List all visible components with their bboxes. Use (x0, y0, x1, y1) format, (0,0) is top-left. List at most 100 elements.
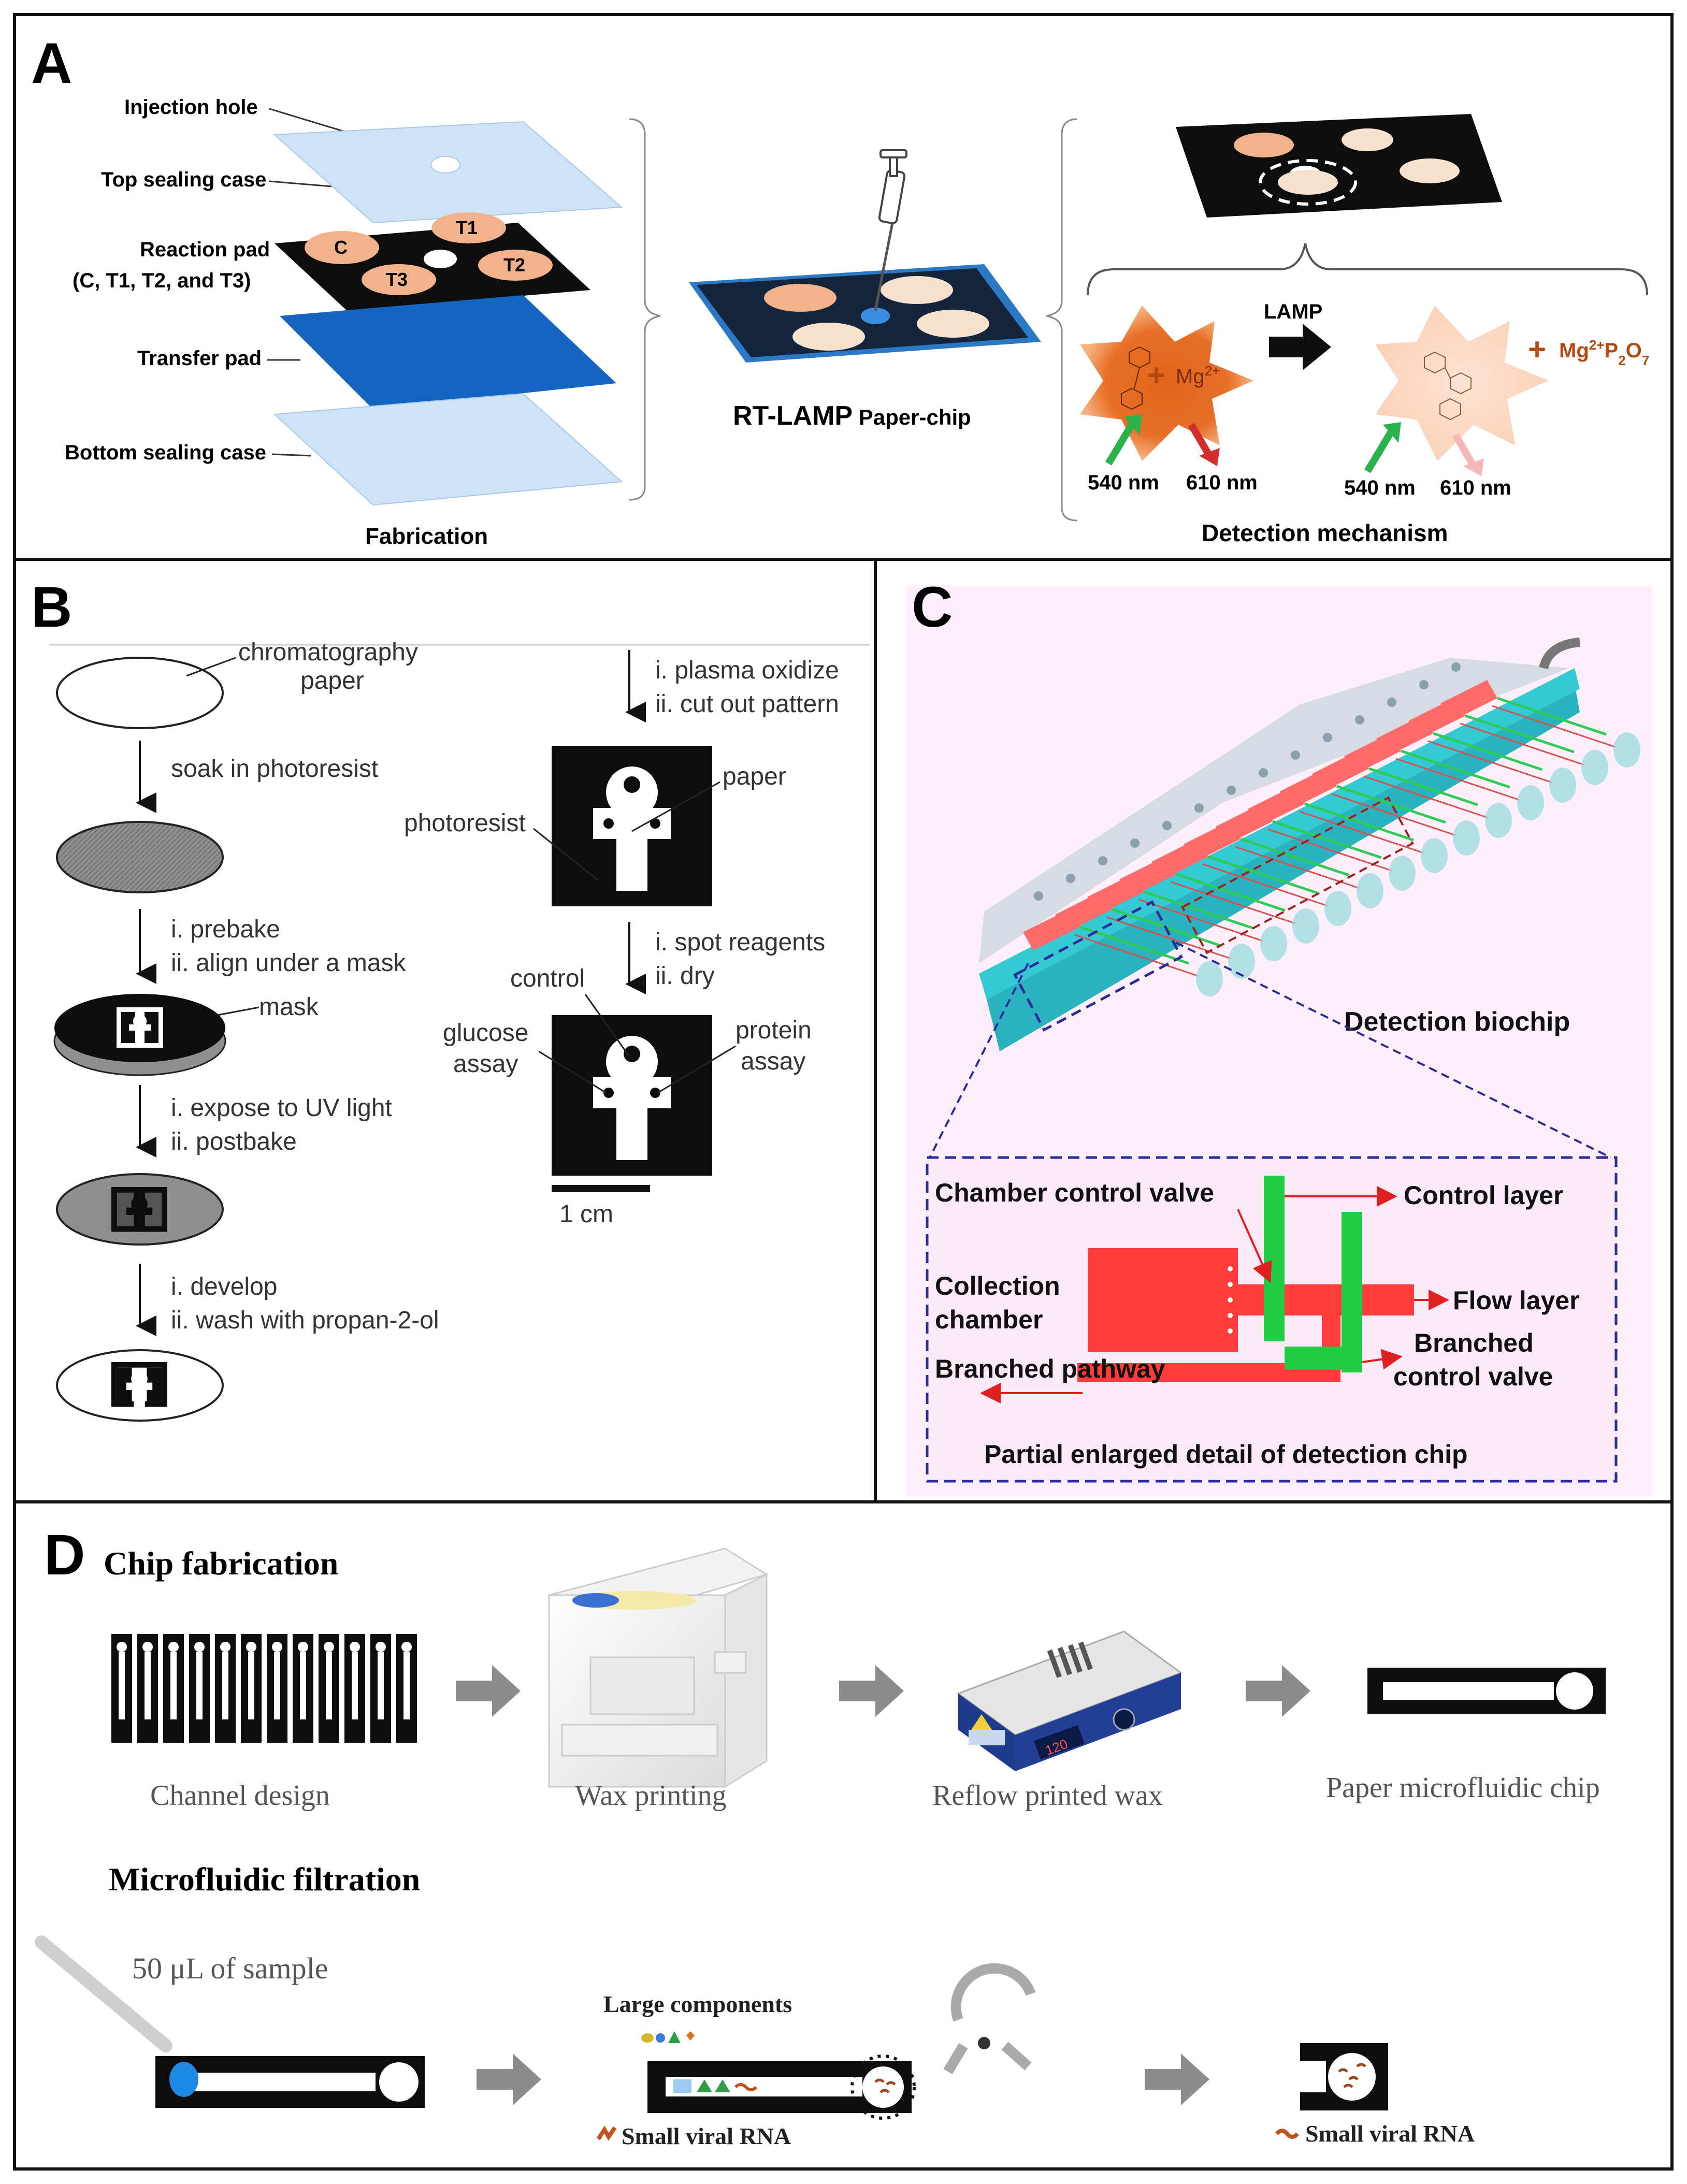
flow-channel-line (1235, 846, 1360, 889)
leader-chamber-valve (1237, 1209, 1272, 1283)
leader-bottom-sealing (271, 453, 311, 457)
pad-center (424, 250, 457, 268)
lamp-label: LAMP (1264, 300, 1322, 323)
chip-title-rest: Paper-chip (853, 405, 971, 429)
pad-t3-label: T3 (386, 269, 408, 290)
label-reaction-pad-2: (C, T1, T2, and T3) (73, 269, 251, 292)
outlet-well (1549, 768, 1576, 803)
outlet-well (1453, 820, 1480, 856)
label-postbake: ii. postbake (171, 1128, 297, 1155)
control-channel (1304, 802, 1414, 842)
label-control-layer: Control layer (1404, 1181, 1563, 1210)
panel-b-letter: B (31, 575, 72, 639)
product-mg: Mg (1559, 339, 1589, 362)
biochip-side (984, 684, 1580, 1051)
outlet-tube (1539, 638, 1580, 670)
det-pad-4 (1400, 158, 1460, 183)
outlet-well (1421, 838, 1448, 873)
inlet-port (1323, 733, 1332, 742)
channel-strip-inner (352, 1652, 358, 1719)
soaked-disc (56, 821, 224, 893)
channel-strip-dot (220, 1642, 230, 1652)
label-wax-printing: Wax printing (575, 1780, 727, 1812)
control-channel (1240, 837, 1350, 877)
label-bottom-sealing-case: Bottom sealing case (65, 441, 266, 464)
label-microfluidic-filtration: Microfluidic filtration (109, 1861, 420, 1898)
flow-channel-line (1331, 793, 1457, 836)
zoom-line-right (1175, 942, 1611, 1159)
label-prebake: i. prebake (171, 916, 280, 943)
label-paper-top: paper (300, 667, 364, 695)
channel-strip-inner (145, 1652, 151, 1719)
label-ex-1: 540 nm (1088, 471, 1159, 494)
product-mg-sup: 2+ (1589, 337, 1605, 353)
clip-tool-icon (943, 1963, 1036, 2075)
det-pad-highlight (1259, 159, 1357, 206)
product-p: P (1604, 339, 1618, 362)
printer-icon (547, 1547, 769, 1788)
label-branched-valve-2: control valve (1393, 1362, 1553, 1391)
channel-strip-dot (142, 1642, 153, 1652)
panel-c-letter-fg: C (912, 575, 953, 639)
label-collection-2: chamber (935, 1305, 1043, 1334)
emission-arrowhead-1 (1199, 448, 1220, 466)
control-channel (1272, 820, 1382, 859)
product-p-sub: 2 (1618, 353, 1625, 368)
product-formula: Mg2+P2O7 (1559, 337, 1649, 368)
label-detection-biochip: Detection biochip (1344, 1007, 1570, 1037)
emission-arrow-1 (1188, 423, 1213, 458)
grey-arrow-5 (1145, 2053, 1209, 2105)
flow-channel-line (1299, 811, 1424, 854)
flow-channel-line (1428, 740, 1553, 784)
outlet-well (1292, 908, 1319, 944)
branched-valve-bar (1342, 1212, 1362, 1372)
label-protein-2: assay (741, 1048, 805, 1075)
panel-d-letter: D (44, 1523, 85, 1587)
outlet-well (1324, 891, 1351, 926)
pad-t1 (431, 212, 506, 243)
leader-glucose (538, 1050, 607, 1094)
bottom-sealing-sheet (273, 393, 623, 506)
chip-pad-4 (917, 310, 989, 338)
chamber-valve-bar (1264, 1176, 1285, 1341)
label-reaction-pad-1: Reaction pad (140, 238, 270, 261)
channel-strip-inner (378, 1652, 384, 1719)
inlet-port (1355, 715, 1364, 725)
grey-arrow-1 (456, 1665, 521, 1717)
label-glucose-2: assay (453, 1050, 518, 1078)
label-dry: ii. dry (655, 962, 715, 990)
rna-icon-2 (1275, 2129, 1300, 2139)
channel-strip-dot (298, 1642, 308, 1652)
leader-paper (631, 781, 720, 832)
channel-strip-dot (324, 1642, 334, 1652)
label-top-sealing-case: Top sealing case (101, 168, 266, 191)
inlet-port (1066, 874, 1075, 883)
large-component-shapes (641, 2031, 695, 2043)
channel-strip-inner (403, 1652, 410, 1719)
label-large-components: Large components (603, 1991, 792, 2017)
excitation-arrow-1 (1105, 423, 1135, 466)
label-cut: ii. cut out pattern (655, 690, 839, 718)
control-channel (1336, 785, 1446, 824)
label-chamber-control-valve: Chamber control valve (935, 1178, 1214, 1207)
inlet-port (1162, 821, 1172, 830)
plus-sign-1: + (1147, 358, 1165, 393)
detection-brace (1087, 243, 1648, 296)
pad-t2-label: T2 (503, 254, 525, 276)
label-detection-mechanism: Detection mechanism (1202, 519, 1448, 546)
panel-c: C C Detection biochip Chamber control va… (906, 575, 1652, 1497)
pad-c (305, 231, 379, 264)
channel-strip-inner (326, 1652, 332, 1719)
channel-strip-inner (274, 1652, 280, 1719)
outlet-well (1228, 944, 1255, 979)
detection-bracket (1046, 118, 1078, 522)
hotplate-icon: 120 (956, 1630, 1183, 1771)
inlet-port (1291, 750, 1300, 760)
label-em-2: 610 nm (1440, 476, 1511, 499)
label-scale: 1 cm (559, 1201, 613, 1228)
branched-valve-foot (1285, 1347, 1362, 1370)
outlet-well (1613, 732, 1640, 768)
det-pad-5 (1278, 170, 1338, 195)
label-develop: i. develop (171, 1273, 277, 1300)
